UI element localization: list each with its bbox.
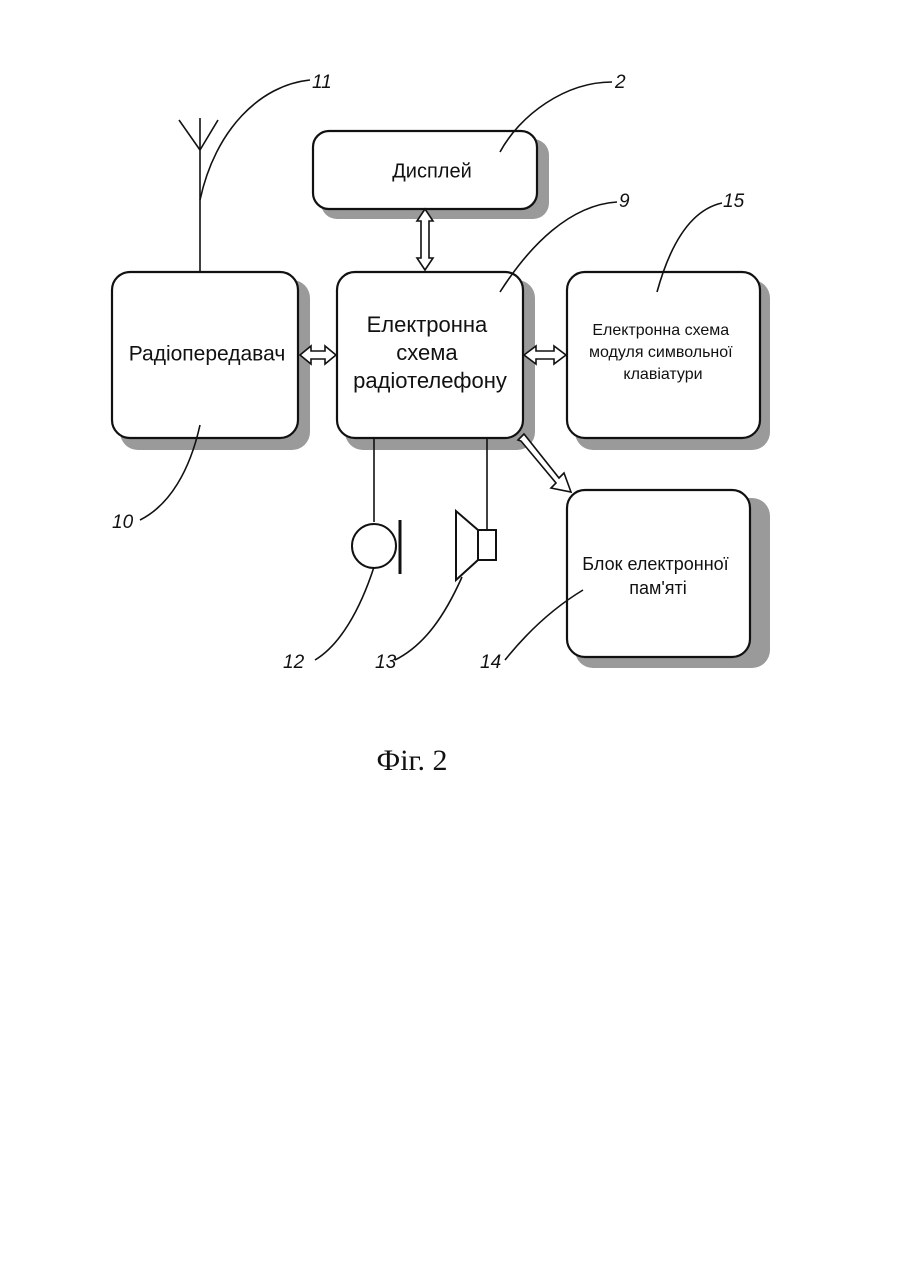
speaker-icon <box>456 438 496 580</box>
phone-circuit-label-line-1: Електронна <box>367 312 488 337</box>
antenna-icon <box>179 118 218 272</box>
ref-memory-block: 14 <box>480 652 501 673</box>
ref-phone-circuit: 9 <box>619 191 630 212</box>
radio-transmitter-label: Радіопередавач <box>129 343 286 366</box>
ref-antenna: 11 <box>312 72 332 93</box>
ref-radio-transmitter: 10 <box>112 512 134 533</box>
keyboard-circuit-label-line-2: модуля символьної <box>589 344 733 361</box>
ref-microphone: 12 <box>283 652 305 673</box>
phone-circuit-block: Електронна схема радіотелефону <box>337 272 523 438</box>
display-phone-arrow <box>417 209 433 270</box>
display-block: Дисплей <box>313 131 537 209</box>
memory-block-label-line-2: пам'яті <box>629 578 687 598</box>
keyboard-circuit-label-line-1: Електронна схема <box>592 322 729 339</box>
figure-caption: Фіг. 2 <box>377 744 448 777</box>
phone-memory-arrow <box>518 434 571 492</box>
memory-block-label-line-1: Блок електронної <box>582 554 728 574</box>
ref-speaker: 13 <box>375 652 397 673</box>
phone-circuit-label-line-2: схема <box>396 340 458 365</box>
display-label: Дисплей <box>392 160 472 182</box>
phone-circuit-label-line-3: радіотелефону <box>353 368 507 393</box>
microphone-icon <box>352 438 400 574</box>
radio-transmitter-block: Радіопередавач <box>112 272 298 438</box>
ref-keyboard-circuit: 15 <box>723 191 745 212</box>
ref-display: 2 <box>614 72 626 93</box>
keyboard-circuit-label-line-3: клавіатури <box>623 366 702 383</box>
memory-block: Блок електронної пам'яті <box>567 490 750 657</box>
keyboard-circuit-block: Електронна схема модуля символьної клаві… <box>567 272 760 438</box>
